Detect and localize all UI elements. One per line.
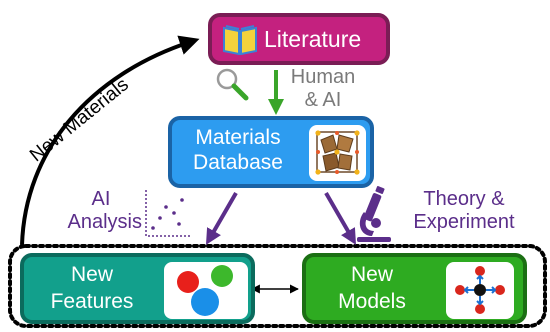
book-icon	[222, 23, 258, 56]
human-ai-line2: & AI	[304, 89, 342, 111]
models-panel	[446, 262, 514, 319]
crystal-panel	[309, 125, 366, 181]
literature-label: Literature	[264, 26, 362, 52]
database-label-line2: Database	[193, 151, 283, 174]
ai-analysis-label: AI Analysis	[58, 188, 142, 234]
crystal-structure-icon	[315, 130, 360, 175]
microscope-icon	[357, 186, 391, 242]
ai-analysis-line2: Analysis	[67, 211, 142, 233]
colored-circles-icon	[177, 265, 233, 316]
literature-node: Literature	[208, 13, 390, 65]
new-features-node: New Features	[20, 253, 255, 324]
theory-experiment-label: Theory & Experiment	[394, 188, 534, 234]
theory-experiment-arrow	[324, 191, 357, 245]
new-models-node: New Models	[302, 253, 527, 324]
ai-analysis-arrow	[205, 191, 238, 245]
database-label-line1: Materials	[195, 126, 281, 149]
materials-database-node: Materials Database	[168, 116, 374, 188]
theory-line2: Experiment	[413, 211, 515, 233]
model-network-icon	[455, 266, 505, 314]
ai-analysis-line1: AI	[91, 188, 111, 210]
models-label-line1: New	[350, 263, 393, 286]
magnifier-icon	[216, 68, 249, 101]
human-ai-line1: Human	[290, 66, 356, 88]
human-ai-label: Human & AI	[284, 66, 362, 112]
theory-line1: Theory &	[423, 188, 505, 210]
scatter-plot-icon	[145, 190, 190, 237]
new-materials-arrow	[20, 35, 200, 246]
features-label-line1: New	[70, 263, 113, 286]
features-panel	[164, 262, 248, 319]
features-label-line2: Features	[50, 290, 134, 313]
models-label-line2: Models	[338, 290, 406, 313]
bottom-group-frame	[8, 244, 547, 328]
